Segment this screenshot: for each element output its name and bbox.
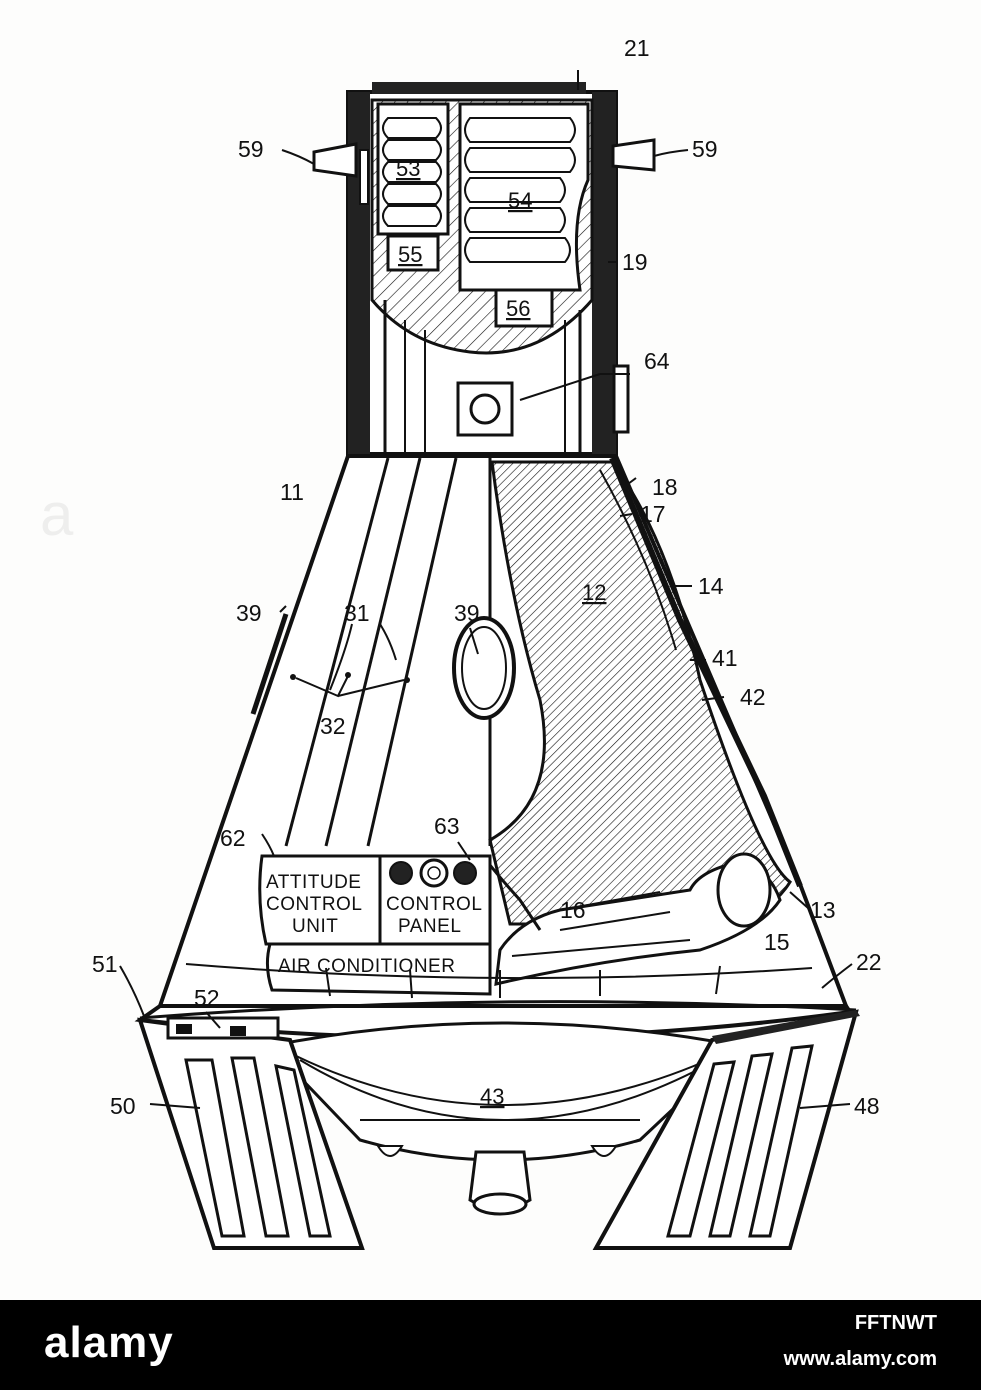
attitude-label-line2: CONTROL	[266, 894, 362, 915]
control-label-line2: PANEL	[398, 916, 461, 937]
label-48: 48	[854, 1093, 880, 1119]
label-16: 16	[560, 897, 586, 923]
label-52: 52	[194, 985, 220, 1011]
label-32: 32	[320, 713, 346, 739]
label-50: 50	[110, 1093, 136, 1119]
label-55: 55	[398, 242, 422, 267]
label-13: 13	[810, 897, 836, 923]
air-conditioner-label: AIR CONDITIONER	[278, 956, 455, 977]
label-54: 54	[508, 188, 532, 213]
attitude-label-line1: ATTITUDE	[266, 872, 361, 893]
patent-diagram: a	[0, 0, 981, 1300]
label-18: 18	[652, 474, 678, 500]
top-canister	[314, 82, 654, 454]
attitude-label-line3: UNIT	[292, 916, 338, 937]
label-12: 12	[582, 580, 606, 605]
label-56: 56	[506, 296, 530, 321]
label-15: 15	[764, 929, 790, 955]
watermark-footer: alamy FFTNWT www.alamy.com	[0, 1300, 981, 1390]
label-43: 43	[480, 1084, 504, 1109]
label-17: 17	[640, 501, 666, 527]
label-19: 19	[622, 249, 648, 275]
label-22: 22	[856, 949, 882, 975]
label-63: 63	[434, 813, 460, 839]
label-14: 14	[698, 573, 724, 599]
watermark: a	[40, 480, 73, 549]
label-39-left: 39	[236, 600, 262, 626]
footer-url[interactable]: www.alamy.com	[784, 1348, 937, 1371]
label-64: 64	[644, 348, 670, 374]
image-id: FFTNWT	[855, 1312, 937, 1335]
label-51: 51	[92, 951, 118, 977]
label-59-right: 59	[692, 136, 718, 162]
label-62: 62	[220, 825, 246, 851]
control-label-line1: CONTROL	[386, 894, 482, 915]
label-31: 31	[344, 600, 370, 626]
label-39-window: 39	[454, 600, 480, 626]
label-11: 11	[280, 479, 304, 505]
label-41: 41	[712, 645, 738, 671]
capsule-drawing: 21 59 59 19 64 11 18 17 14 39 39 31 41 4…	[0, 0, 981, 1300]
label-42: 42	[740, 684, 766, 710]
label-21: 21	[624, 35, 650, 61]
footer-logo: alamy	[44, 1318, 174, 1368]
label-59-left: 59	[238, 136, 264, 162]
label-53: 53	[396, 156, 420, 181]
